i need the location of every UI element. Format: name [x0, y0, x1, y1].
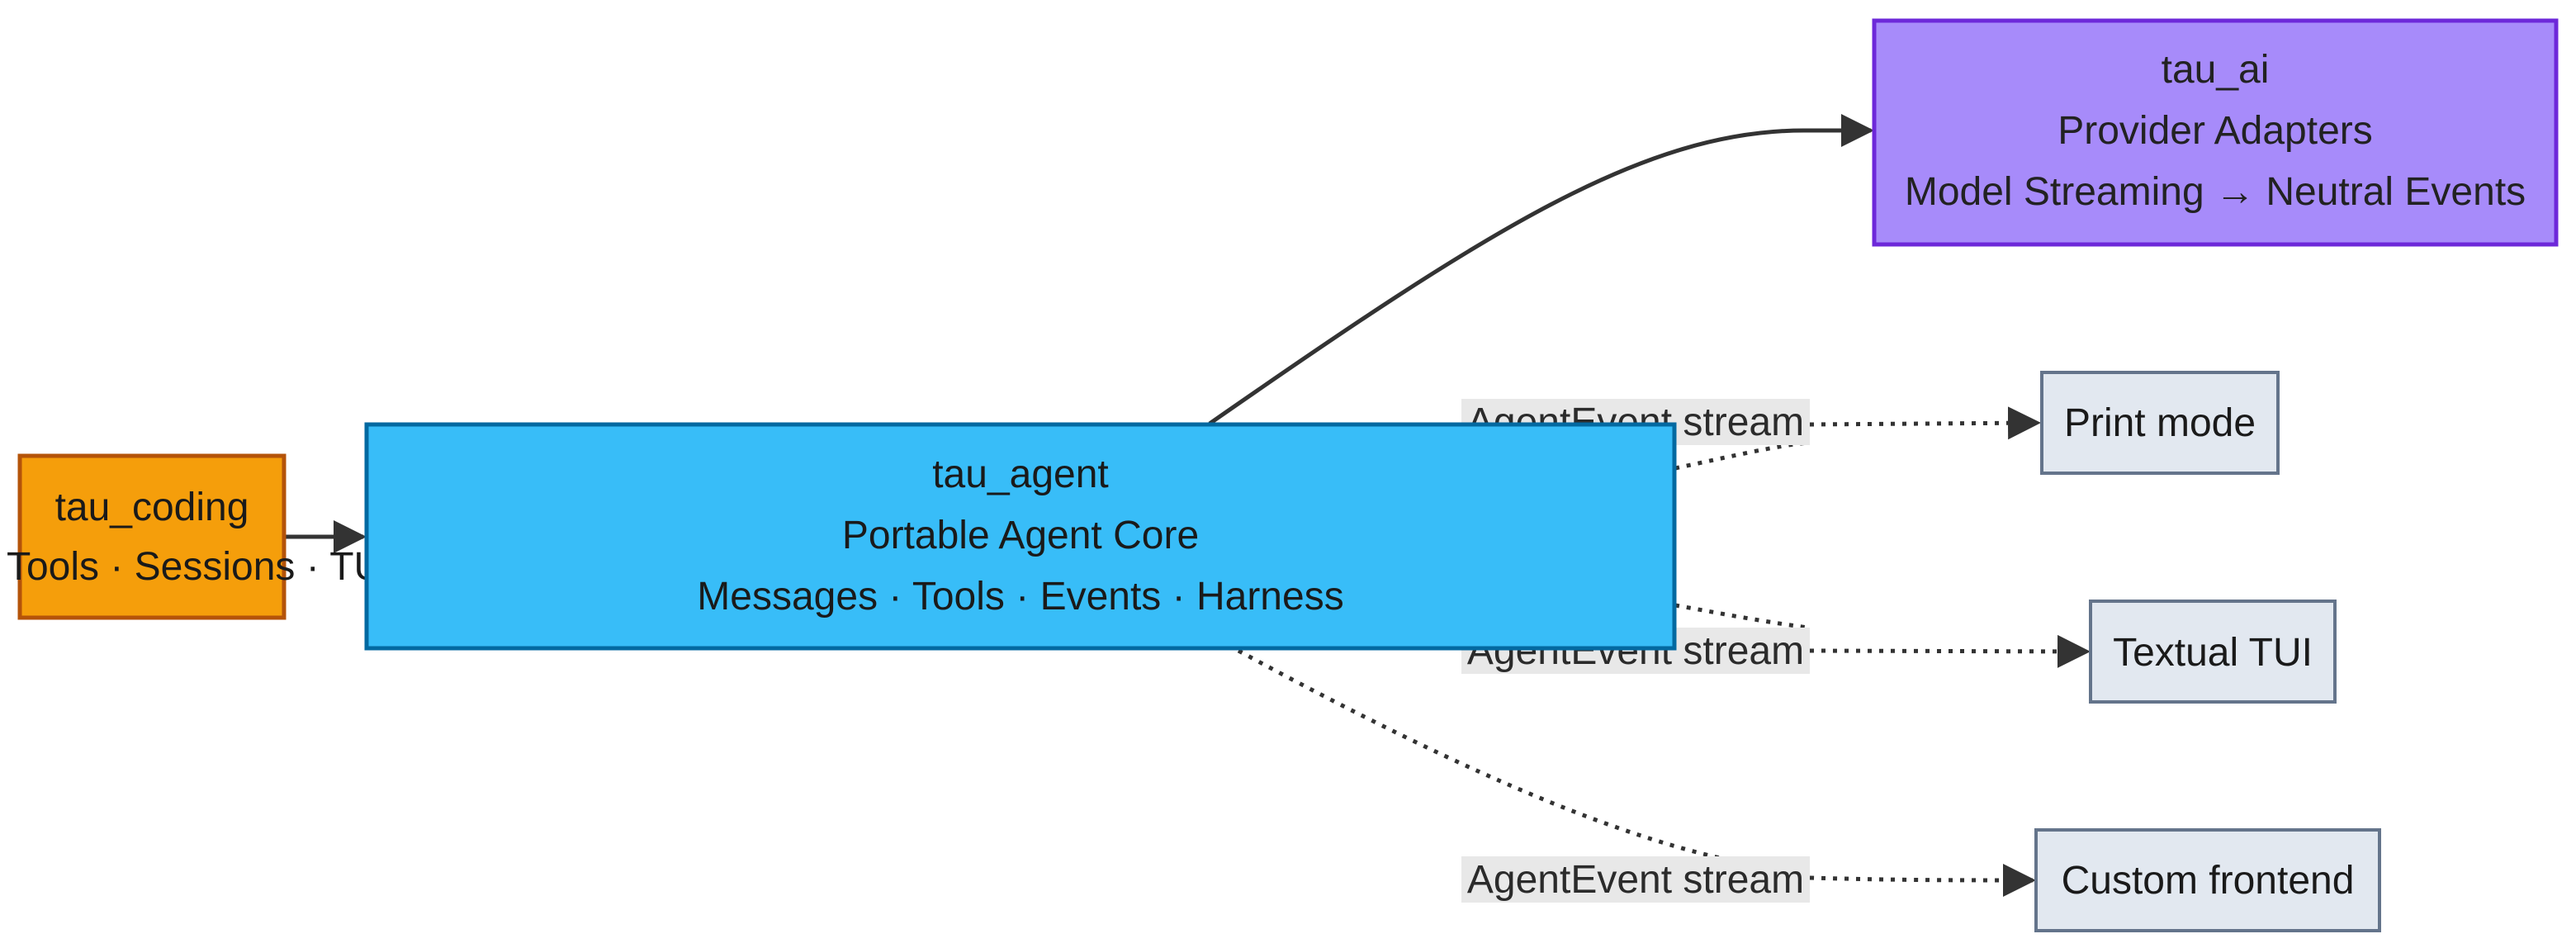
node-tau-agent-subtitle: Portable Agent Core — [842, 514, 1199, 557]
node-custom-frontend[interactable]: Custom frontend — [2034, 828, 2381, 932]
node-tau-ai-title: tau_ai — [2162, 48, 2270, 92]
edge-agent-to-textual-tui — [1674, 603, 2087, 652]
node-tau-coding-title: tau_coding — [55, 486, 249, 529]
node-textual-tui[interactable]: Textual TUI — [2089, 600, 2337, 704]
edge-agent-to-print-mode — [1674, 423, 2038, 471]
node-tau-coding-subtitle: CLI · Tools · Sessions · TUI — [0, 545, 394, 589]
node-tau-agent-detail: Messages · Tools · Events · Harness — [697, 575, 1343, 619]
edge-agent-to-custom-frontend — [1237, 648, 2033, 880]
node-textual-tui-title: Textual TUI — [2113, 631, 2313, 675]
node-print-mode[interactable]: Print mode — [2040, 371, 2280, 475]
node-tau-agent-title: tau_agent — [932, 453, 1109, 496]
node-tau-ai-subtitle: Provider Adapters — [2057, 109, 2373, 153]
edge-label-custom-frontend: AgentEvent stream — [1461, 856, 1810, 903]
node-tau-agent[interactable]: tau_agent Portable Agent Core Messages ·… — [364, 422, 1677, 651]
edge-agent-to-ai — [1208, 114, 1874, 426]
node-tau-coding[interactable]: tau_coding CLI · Tools · Sessions · TUI — [0, 453, 394, 620]
node-custom-frontend-title: Custom frontend — [2062, 859, 2355, 903]
node-tau-ai[interactable]: tau_ai Provider Adapters Model Streaming… — [1872, 18, 2559, 247]
node-print-mode-title: Print mode — [2064, 401, 2256, 445]
edge-label-custom-frontend-text: AgentEvent stream — [1467, 858, 1804, 902]
node-tau-ai-detail: Model Streaming → Neutral Events — [1905, 170, 2526, 214]
